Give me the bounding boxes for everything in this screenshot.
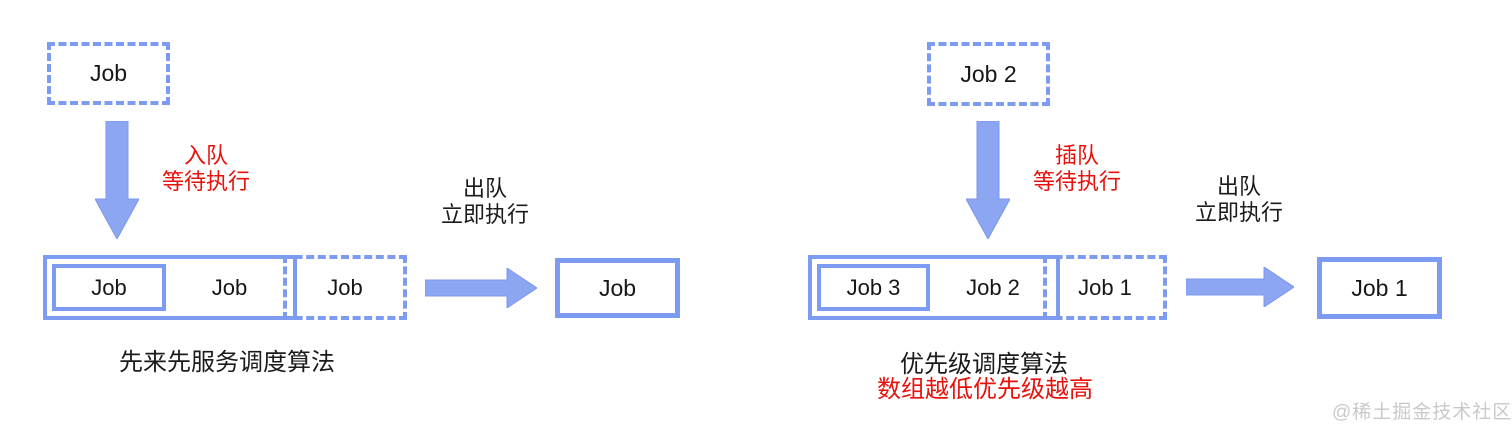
fcfs-incoming-job-box: Job: [47, 42, 170, 105]
fcfs-result-box: Job: [555, 258, 680, 318]
priority-dequeue-label-line1: 出队: [1216, 174, 1262, 199]
fcfs-queue-slot-3-label: Job: [327, 274, 363, 300]
fcfs-dequeue-label-line2: 立即执行: [440, 202, 530, 227]
priority-enqueue-label-line1: 插队: [1054, 143, 1100, 168]
priority-dequeue-label-line2: 立即执行: [1194, 200, 1284, 225]
priority-caption-note: 数组越低优先级越高: [877, 376, 1093, 403]
fcfs-dequeue-label-line1: 出队: [462, 176, 508, 201]
priority-dequeue-label: 出队 立即执行: [1195, 174, 1283, 226]
watermark: @稀土掘金技术社区: [1332, 402, 1512, 423]
priority-queue-slot-2-label: Job 2: [966, 274, 1020, 300]
priority-incoming-job-label: Job 2: [960, 60, 1017, 87]
priority-enqueue-label-line2: 等待执行: [1032, 169, 1122, 194]
priority-flow-arrow-icon: [1186, 267, 1294, 307]
fcfs-enqueue-label: 入队 等待执行: [162, 143, 250, 195]
priority-queue-slot-3-label: Job 1: [1078, 274, 1132, 300]
priority-down-arrow-icon: [966, 121, 1010, 239]
fcfs-queue-slot-3: Job: [283, 255, 407, 320]
fcfs-queue-slot-1-label: Job: [91, 274, 127, 300]
priority-queue: Job 3 Job 2: [808, 255, 1060, 320]
fcfs-incoming-job-label: Job: [89, 60, 128, 86]
fcfs-queue-slot-1: Job: [52, 264, 166, 311]
priority-enqueue-label: 插队 等待执行: [1033, 143, 1121, 195]
priority-result-box: Job 1: [1317, 257, 1442, 319]
priority-queue-slot-1: Job 3: [817, 264, 930, 311]
fcfs-down-arrow-icon: [95, 121, 139, 239]
fcfs-enqueue-label-line1: 入队: [183, 143, 229, 168]
priority-incoming-job-box: Job 2: [927, 42, 1050, 106]
fcfs-dequeue-label: 出队 立即执行: [441, 176, 529, 228]
priority-queue-slot-3: Job 1: [1043, 255, 1167, 320]
fcfs-enqueue-label-line2: 等待执行: [161, 169, 251, 194]
fcfs-queue-slot-2: Job: [166, 259, 293, 316]
fcfs-flow-arrow-icon: [425, 268, 537, 308]
priority-queue-slot-1-label: Job 3: [846, 274, 901, 300]
priority-result-label: Job 1: [1351, 274, 1408, 301]
fcfs-queue-slot-2-label: Job: [211, 274, 248, 300]
fcfs-result-label: Job: [598, 274, 637, 301]
priority-queue-slot-2: Job 2: [930, 259, 1056, 316]
fcfs-queue: Job Job: [43, 255, 297, 320]
fcfs-caption: 先来先服务调度算法: [119, 349, 335, 376]
priority-caption: 优先级调度算法: [900, 351, 1068, 378]
